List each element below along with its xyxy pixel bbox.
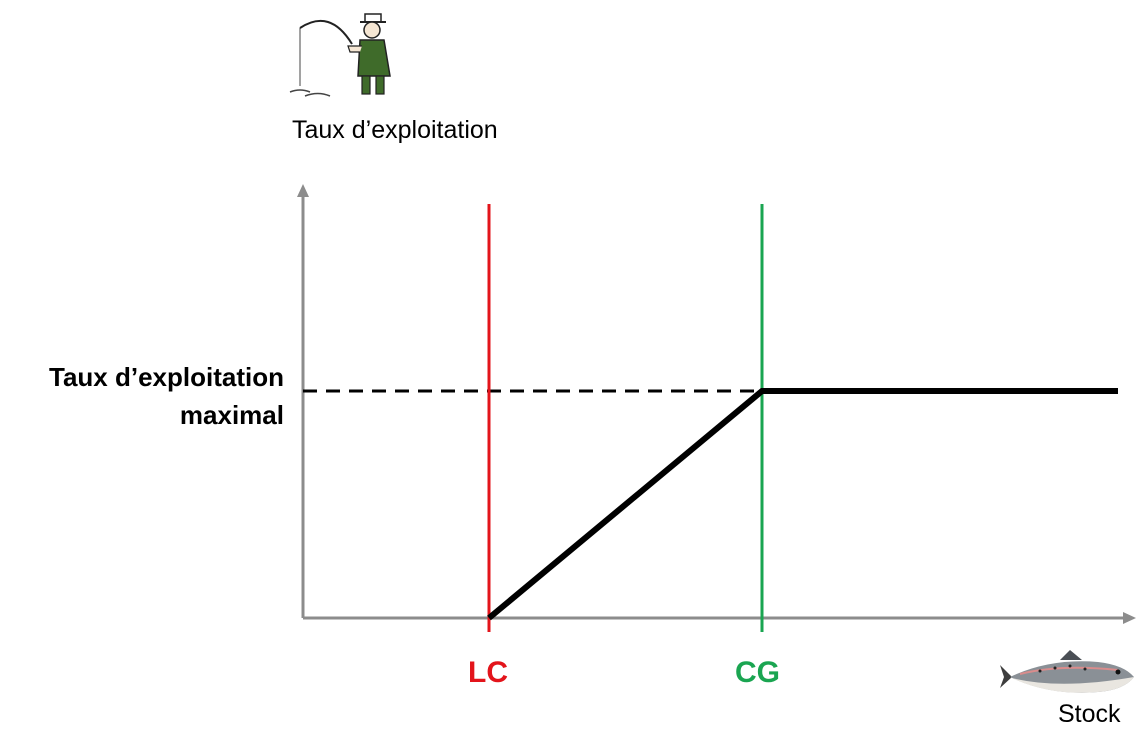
max-rate-label-line1: Taux d’exploitation (49, 362, 284, 392)
axes (297, 184, 1136, 624)
lc-label: LC (468, 656, 508, 689)
max-rate-label-line2: maximal (179, 400, 284, 430)
cg-label: CG (735, 656, 780, 689)
x-axis-label: Stock (1058, 700, 1121, 728)
x-axis-arrow (1123, 612, 1136, 624)
max-rate-label: Taux d’exploitation maximal (0, 358, 284, 434)
fish-icon (1000, 650, 1134, 693)
harvest-rule-curve (487, 388, 1118, 621)
y-axis-label: Taux d’exploitation (292, 116, 498, 144)
fisherman-icon (289, 13, 391, 97)
y-axis-arrow (297, 184, 309, 197)
